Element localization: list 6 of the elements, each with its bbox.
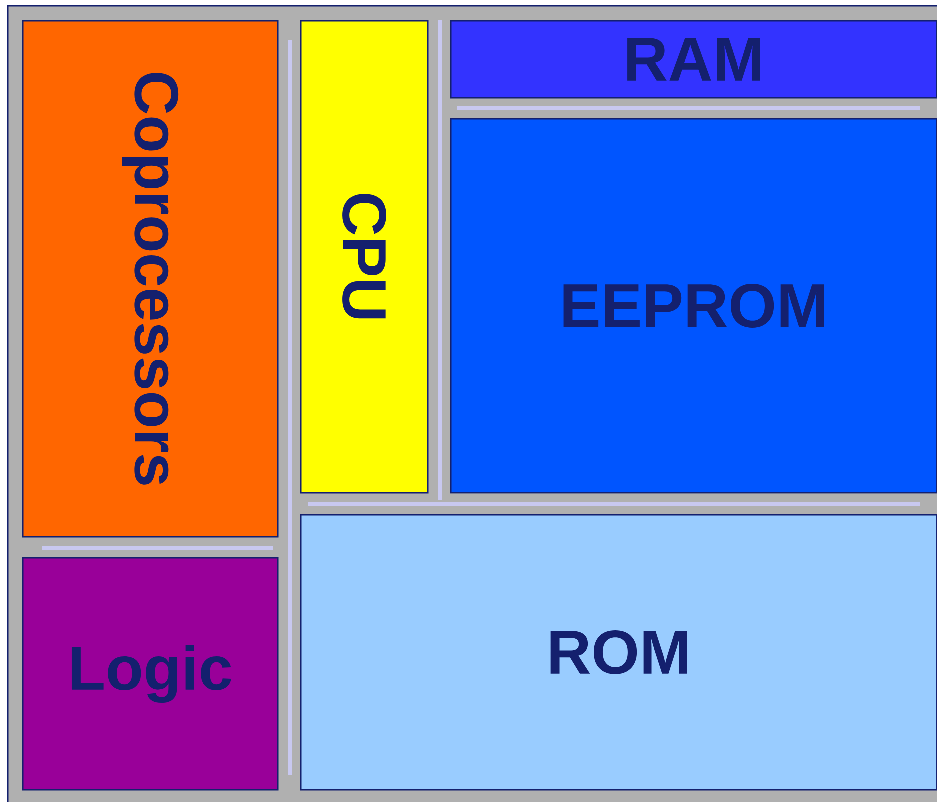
eeprom-block: EEPROM xyxy=(450,118,937,494)
ram-block: RAM xyxy=(450,20,937,99)
coprocessor-block: Coprocessors xyxy=(22,20,279,538)
rom-block: ROM xyxy=(300,514,937,791)
cpu-block: CPU xyxy=(300,20,429,494)
logic-block: Logic xyxy=(22,557,279,791)
